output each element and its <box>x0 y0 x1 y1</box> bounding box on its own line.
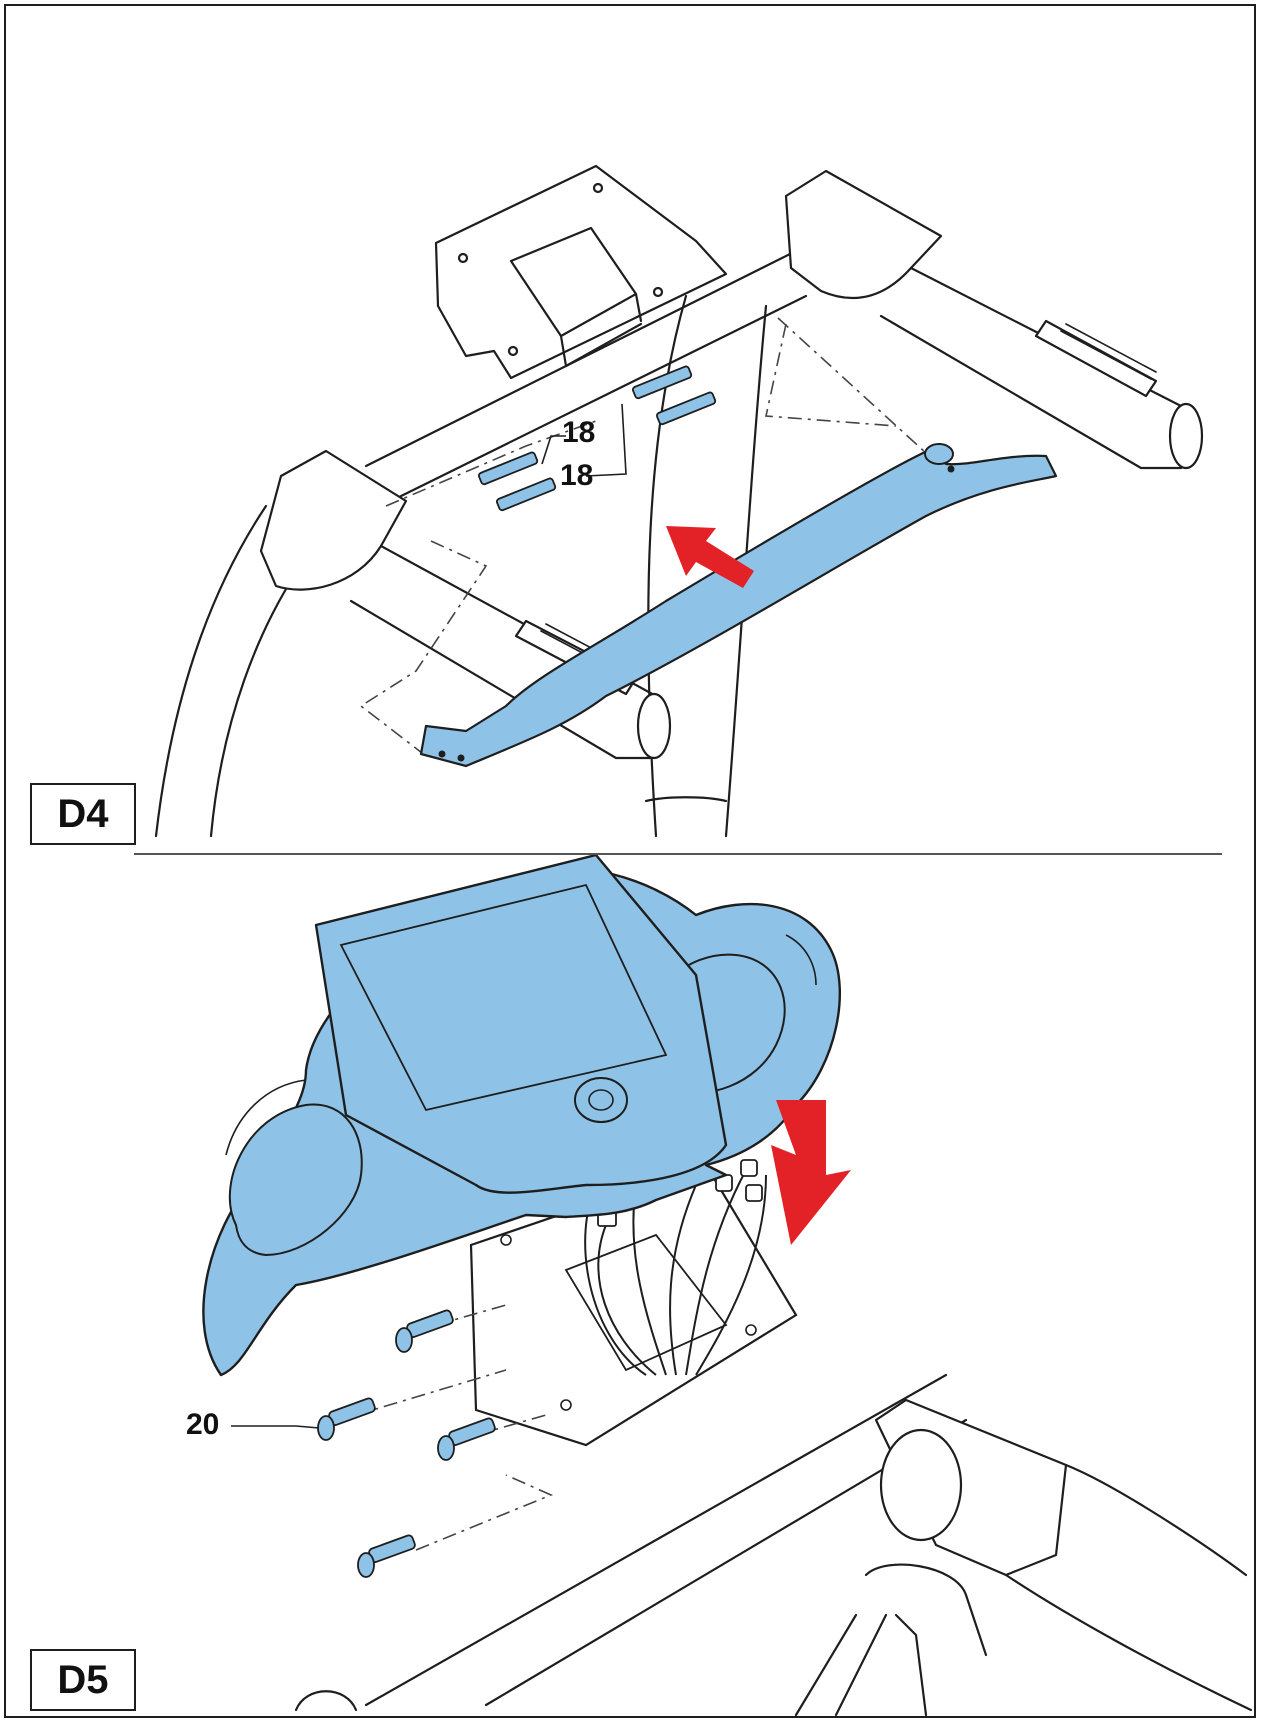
screw-20-group <box>317 1309 496 1578</box>
handlebar-part <box>419 444 1058 768</box>
bolt-18-group <box>478 365 717 512</box>
callout-bolt-18-upper: 18 <box>562 416 596 449</box>
step-d4-illustration <box>154 164 1204 838</box>
callout-screw-20: 20 <box>186 1408 220 1441</box>
step-d5-panel: 20 <box>6 855 1256 1716</box>
callout-bolt-18-lower: 18 <box>560 459 594 492</box>
install-direction-arrow <box>771 1100 851 1245</box>
right-handle-housing <box>784 169 943 299</box>
left-handle-housing <box>259 449 408 591</box>
install-direction-arrow <box>666 526 754 588</box>
step-label-d5: D5 <box>30 1649 136 1711</box>
console-part <box>202 855 842 1377</box>
step-d4-panel: 18 18 <box>6 6 1256 853</box>
console-plate <box>434 164 728 380</box>
crossbar <box>364 1373 968 1707</box>
crossbar <box>364 244 808 503</box>
step-label-d4: D4 <box>30 783 136 845</box>
panel-divider <box>134 853 1222 855</box>
step-d5-illustration <box>202 855 1253 1716</box>
page-frame <box>4 4 1256 1718</box>
